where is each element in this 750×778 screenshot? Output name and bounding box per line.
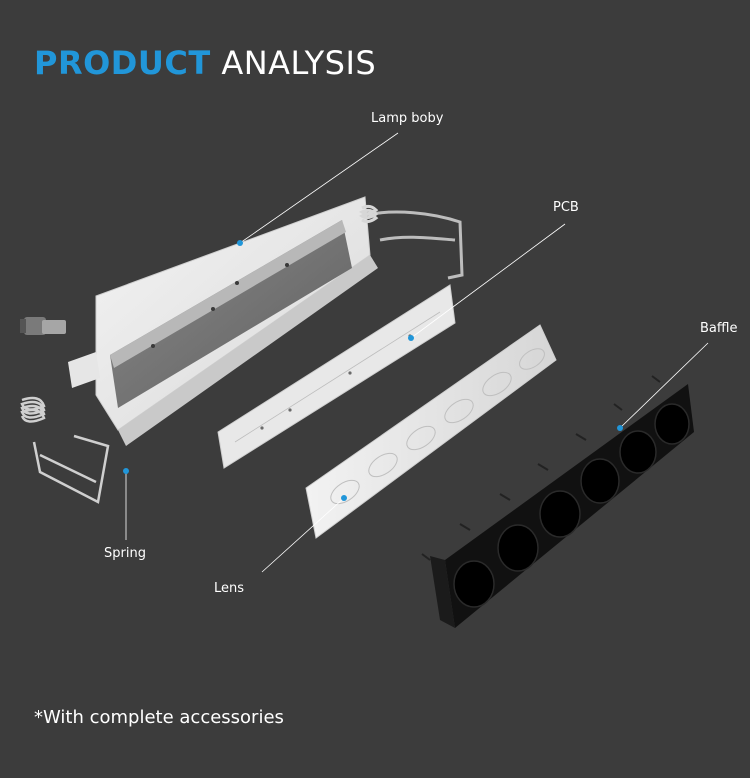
title-light: ANALYSIS — [221, 44, 377, 82]
lamp-body — [20, 196, 378, 446]
lamp-body-label: Lamp boby — [371, 111, 444, 126]
baffle — [421, 375, 694, 628]
spring-label: Spring — [104, 546, 146, 561]
callout-lines — [125, 132, 709, 573]
title-strong: PRODUCT — [34, 44, 211, 82]
lamp-body-marker — [237, 240, 243, 246]
lens-label: Lens — [214, 581, 245, 596]
page-title: PRODUCT ANALYSIS — [34, 44, 376, 82]
baffle-marker — [617, 425, 623, 431]
cable-gland — [20, 317, 66, 335]
pcb — [217, 284, 456, 469]
accessories-note: *With complete accessories — [34, 707, 284, 728]
pcb-label: PCB — [553, 200, 579, 215]
callout-dots — [123, 240, 623, 501]
lens-marker — [341, 495, 347, 501]
lens — [305, 324, 557, 539]
pcb-marker — [408, 335, 414, 341]
spring-clip-top — [359, 204, 464, 280]
spring — [20, 396, 110, 504]
spring-marker — [123, 468, 129, 474]
baffle-label: Baffle — [700, 321, 738, 336]
